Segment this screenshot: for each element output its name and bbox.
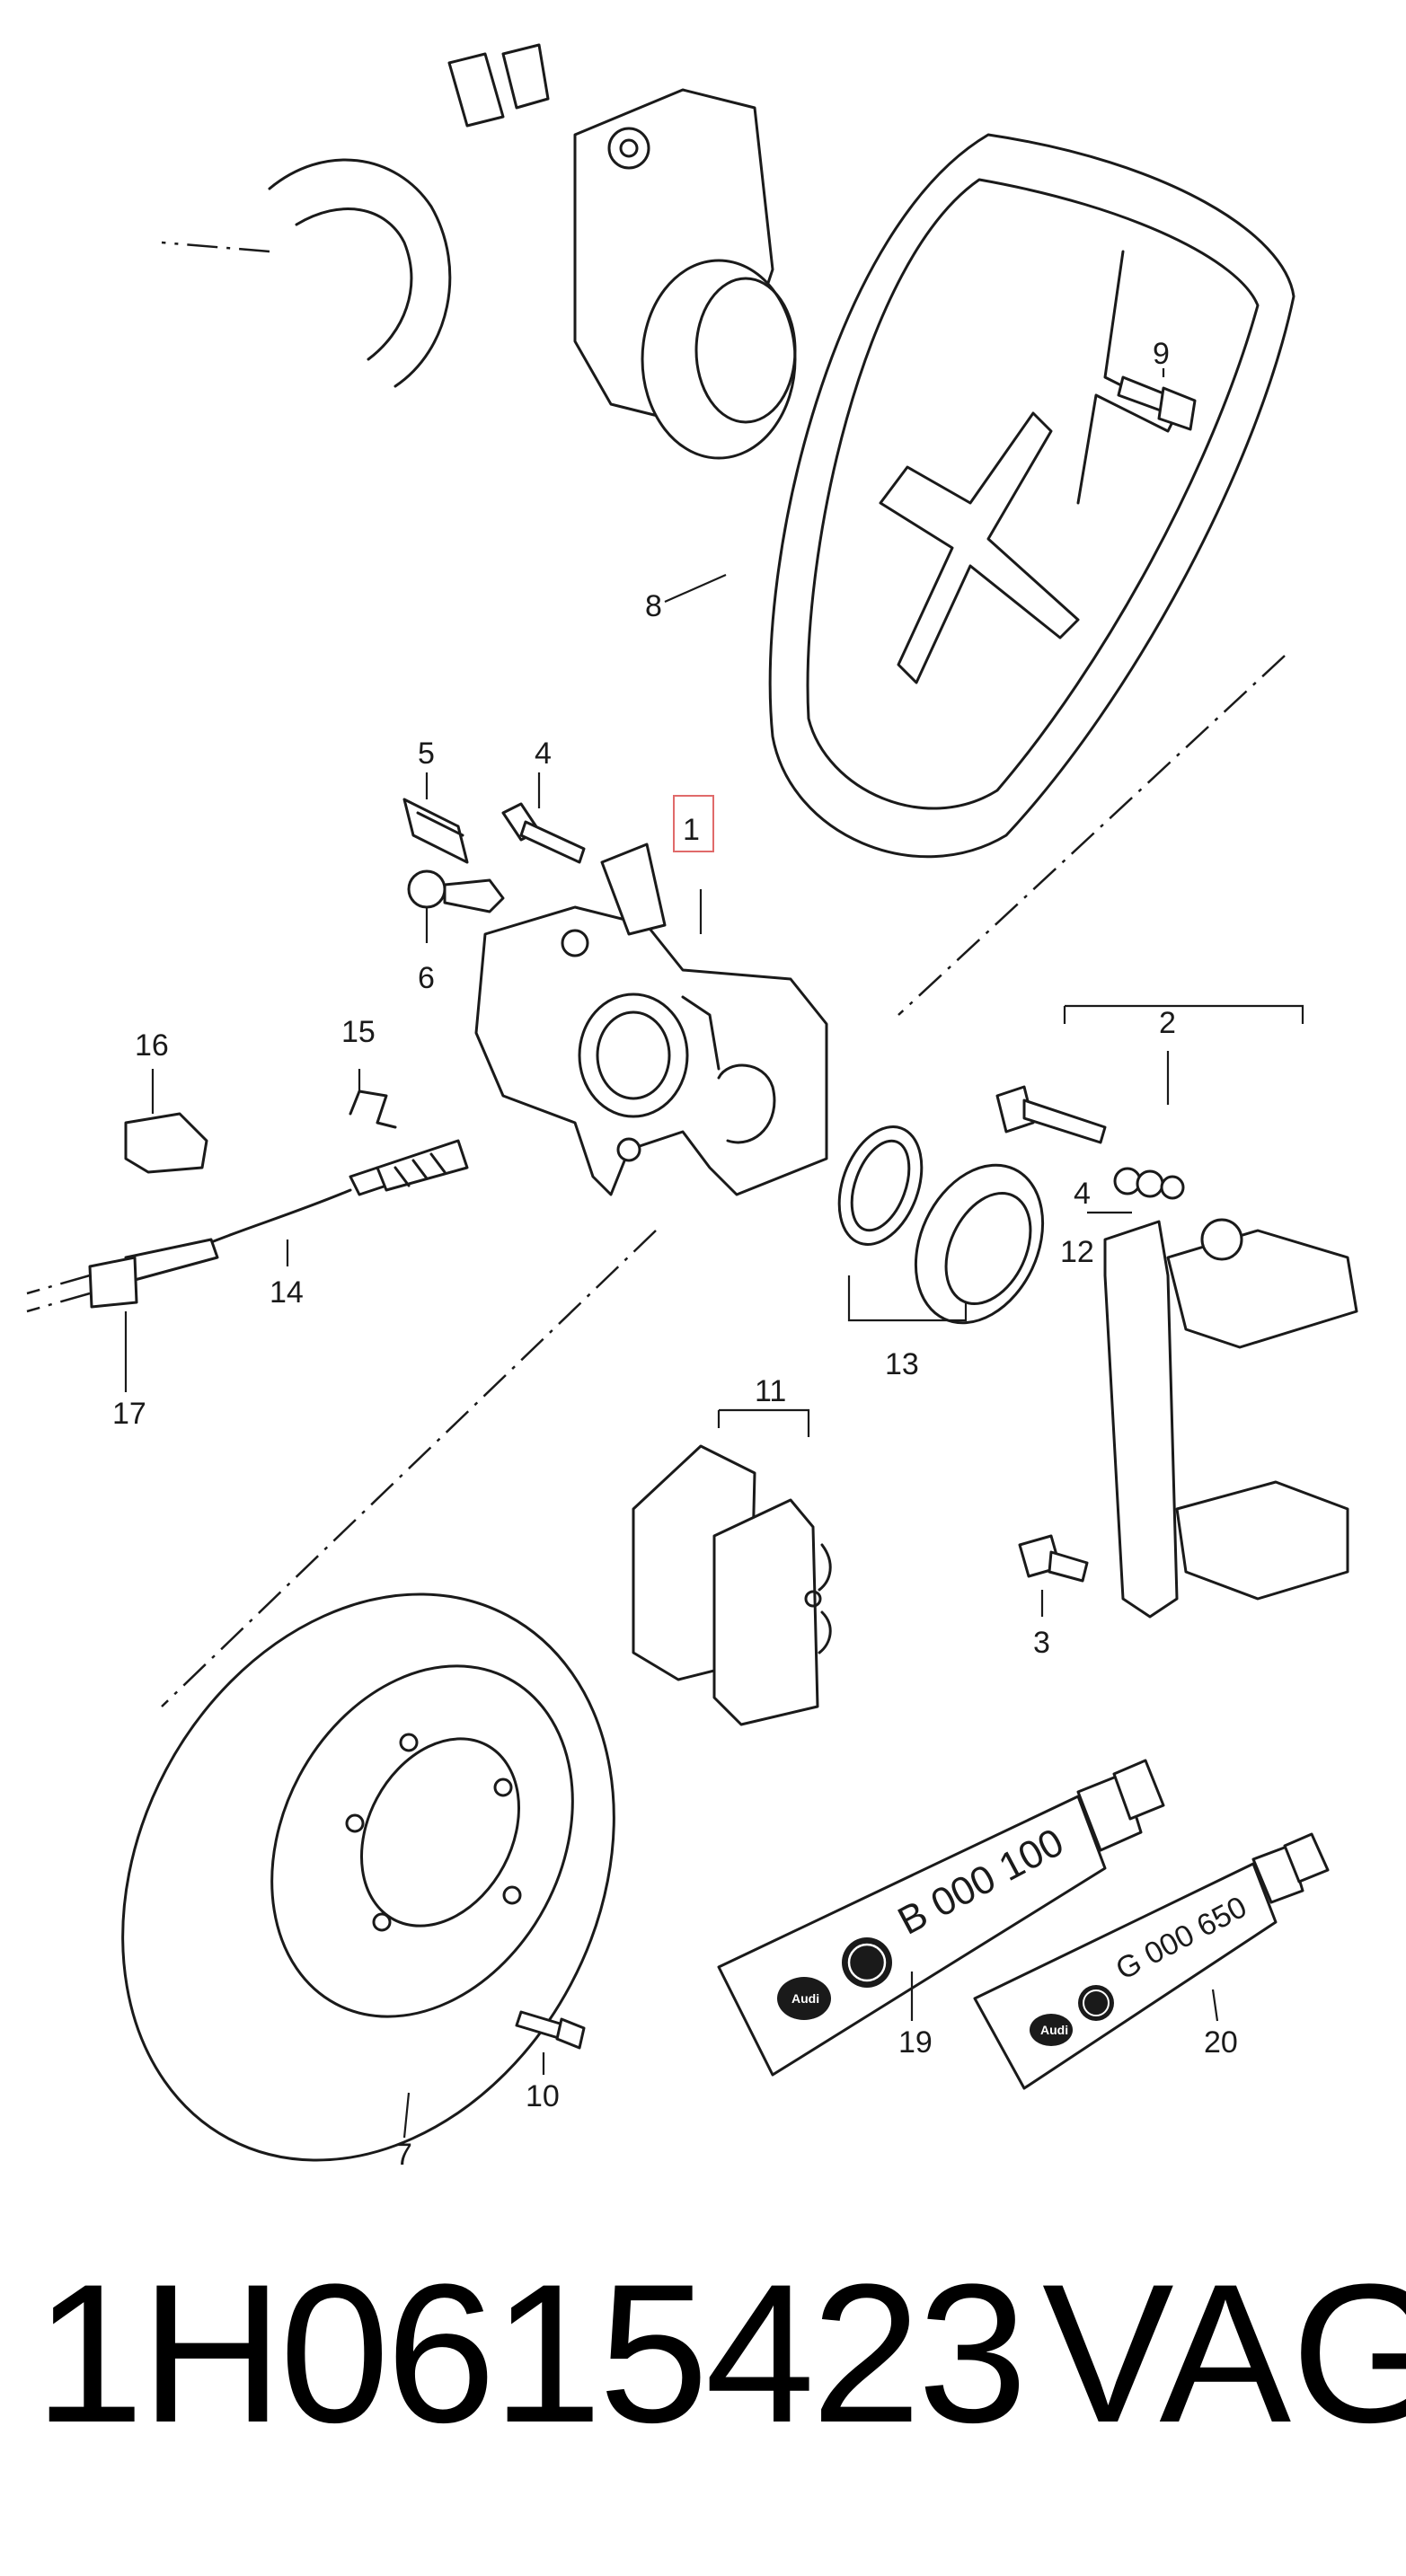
callout-6: 6 [418, 961, 435, 995]
brake-caliper [161, 842, 828, 1707]
steering-knuckle [161, 43, 797, 460]
callout-10: 10 [526, 2079, 560, 2113]
audi-logo-large [777, 1977, 831, 2020]
callout-3: 3 [1033, 1626, 1050, 1660]
callout-4-upper: 4 [535, 737, 552, 771]
callout-7: 7 [395, 2138, 412, 2172]
clip-15 [349, 1090, 397, 1129]
callout-17: 17 [112, 1397, 146, 1431]
piston-seal-kit [837, 1125, 1045, 1325]
bracket-16 [124, 1112, 208, 1174]
callout-4-carrier: 4 [1074, 1177, 1091, 1211]
callout-2: 2 [1159, 1006, 1176, 1040]
bleeder-valve [402, 798, 469, 864]
guide-bolt-3 [1018, 1534, 1089, 1583]
callout-8: 8 [645, 589, 662, 623]
callout-12: 12 [1060, 1235, 1094, 1269]
callout-16: 16 [135, 1028, 169, 1063]
part-number: 1H0615423 [34, 2243, 1028, 2464]
tube-small-brand: Audi [1040, 2023, 1068, 2037]
callout-19: 19 [898, 2025, 933, 2060]
splash-shield [768, 133, 1295, 1016]
callout-5: 5 [418, 737, 435, 771]
callout-1-highlight [673, 795, 714, 852]
callout-15: 15 [341, 1015, 376, 1049]
brand-name: VAG [1042, 2243, 1406, 2464]
callout-14: 14 [270, 1275, 304, 1310]
brake-pads [632, 1444, 832, 1726]
screw-10 [515, 2010, 586, 2050]
leader-lines [124, 368, 1304, 2139]
guide-bolt-4-carrier [995, 1085, 1107, 1144]
callout-13: 13 [885, 1347, 919, 1381]
caliper-carrier [1103, 1218, 1358, 1619]
bleeder-cap [407, 869, 505, 913]
callout-labels: 1 2 3 4 4 5 6 7 8 9 10 11 12 13 14 15 16… [112, 337, 1238, 2172]
audi-logo-small [1030, 2014, 1073, 2046]
guide-sleeve-kit [1113, 1167, 1185, 1200]
callout-9: 9 [1153, 337, 1170, 371]
brake-disc [121, 1592, 615, 2162]
brake-exploded-diagram: Audi B 000 100 Audi G 000 650 [26, 43, 1358, 2172]
guide-bolt-4-upper [501, 802, 586, 864]
tube-large-brand: Audi [791, 1991, 819, 2006]
callout-20: 20 [1204, 2025, 1238, 2060]
callout-11: 11 [755, 1374, 786, 1408]
wear-sensor-cable [26, 1139, 469, 1313]
grease-tube-20: Audi G 000 650 [973, 1832, 1330, 2090]
callout-1: 1 [683, 813, 700, 847]
bolt-9 [1117, 375, 1197, 431]
